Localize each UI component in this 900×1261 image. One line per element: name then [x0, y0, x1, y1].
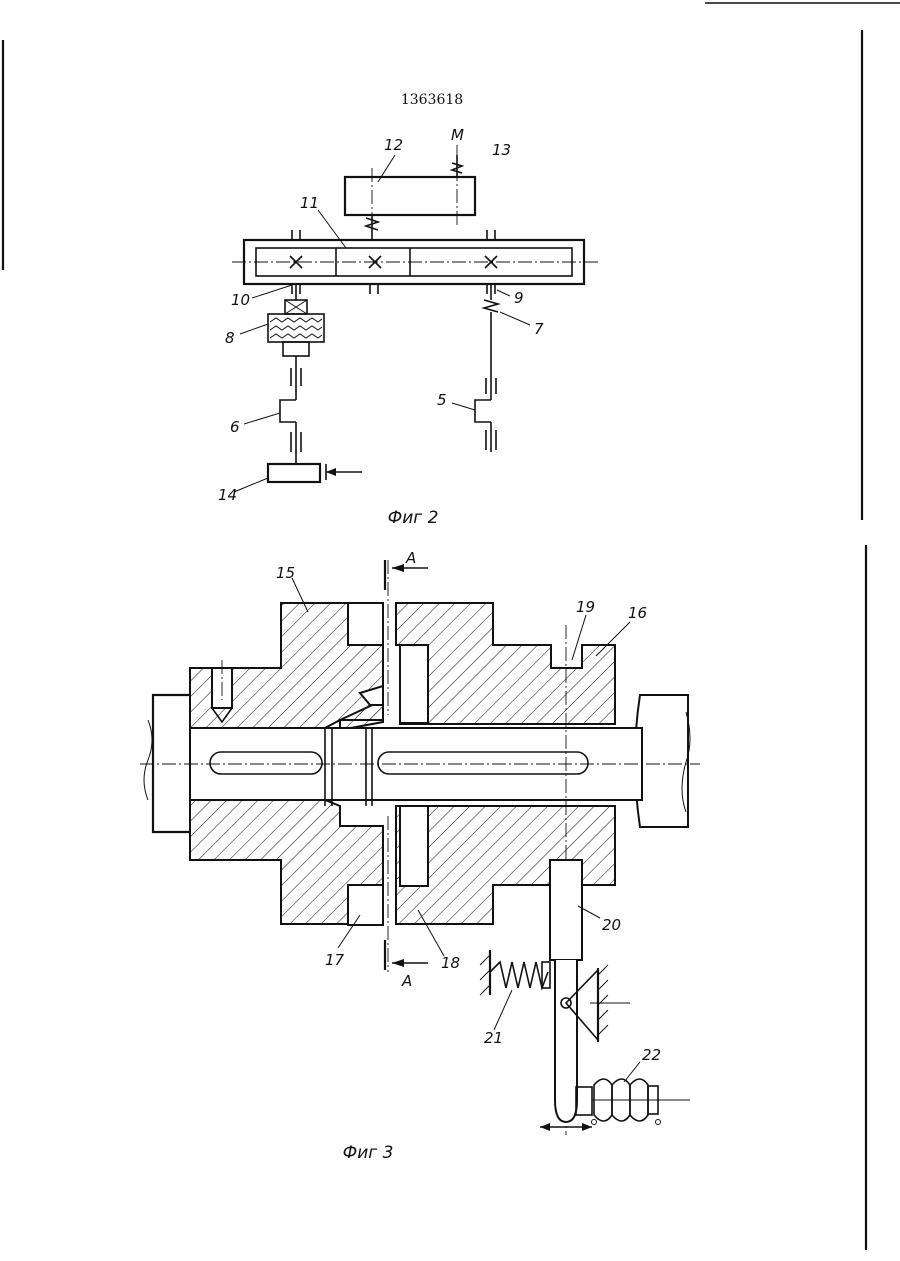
shaft-left-end: [153, 695, 190, 832]
label-20: 20: [602, 916, 621, 934]
label-21: 21: [484, 1029, 503, 1047]
label-7: 7: [534, 320, 544, 338]
label-17: 17: [325, 951, 345, 969]
crank-5: [475, 400, 491, 422]
jaw-17: [348, 885, 383, 925]
label-16: 16: [628, 604, 647, 622]
label-12: 12: [384, 136, 403, 154]
sleeve-18: [400, 645, 428, 723]
label-6: 6: [230, 418, 240, 436]
label-19: 19: [576, 598, 595, 616]
label-5: 5: [437, 391, 447, 409]
label-m: M: [451, 126, 464, 144]
fig2-kinematic-diagram: M 13 12 11 10 9 8 7 6 5 14 Фиг 2: [218, 126, 598, 528]
label-9: 9: [514, 289, 524, 307]
spring-7: [484, 300, 498, 312]
spring-21: [490, 962, 548, 988]
section-a-bottom: A: [401, 972, 412, 990]
spring-22: [576, 1079, 690, 1125]
fig3-clutch-section: 15 16 19 17 18 20 21 22 A A Фиг 3: [140, 549, 700, 1163]
label-15: 15: [276, 564, 295, 582]
fig2-caption: Фиг 2: [388, 508, 439, 528]
label-14: 14: [218, 486, 237, 504]
patent-number: 1363618: [401, 92, 463, 108]
label-10: 10: [231, 291, 250, 309]
lever-20: [550, 860, 582, 960]
label-11: 11: [300, 194, 319, 212]
part-14: [268, 464, 320, 482]
box-12: [345, 177, 475, 215]
label-22: 22: [642, 1046, 661, 1064]
label-18: 18: [441, 954, 460, 972]
label-8: 8: [225, 329, 235, 347]
crank-6: [280, 400, 296, 422]
label-13: 13: [492, 141, 511, 159]
fig3-caption: Фиг 3: [343, 1143, 394, 1163]
section-a-top: A: [405, 549, 416, 567]
